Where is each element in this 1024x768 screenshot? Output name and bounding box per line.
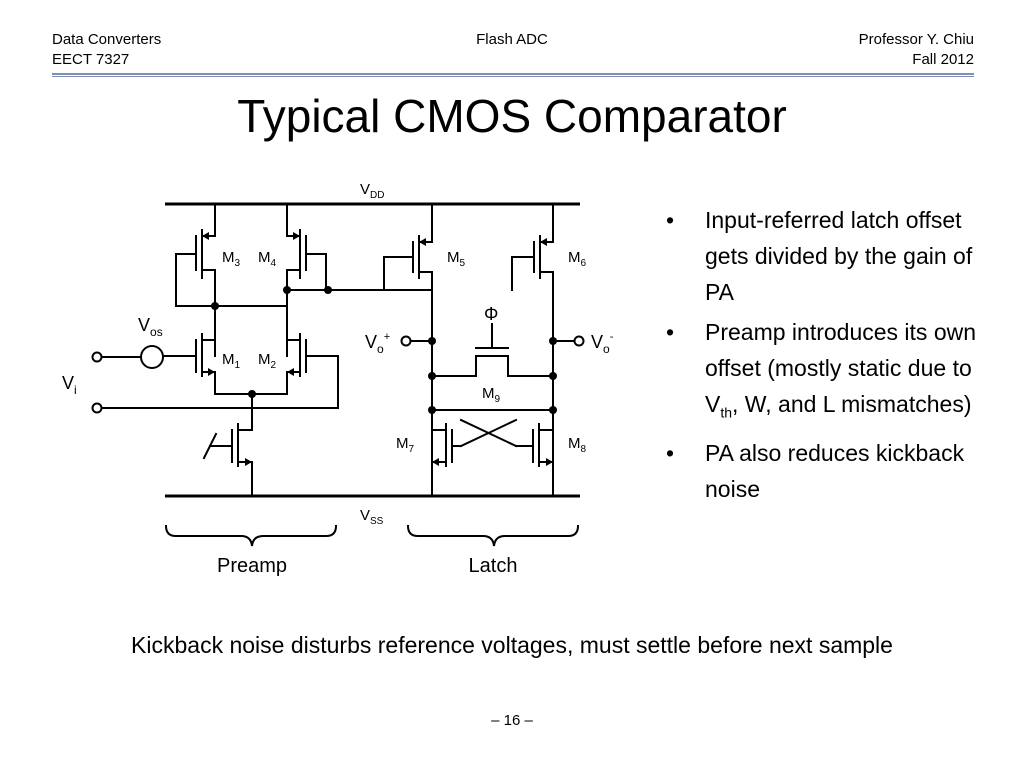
m7-label: M7 — [396, 435, 415, 455]
m3-label: M3 — [222, 249, 241, 269]
vo-minus-terminal — [573, 335, 585, 347]
course-code: EECT 7327 — [52, 51, 130, 68]
transistor-m2 — [101, 333, 339, 409]
transistor-m3 — [175, 203, 287, 357]
header-left: Data Converters EECT 7327 — [52, 30, 161, 70]
slide-title: Typical CMOS Comparator — [237, 90, 787, 142]
vi-label: Vi — [62, 373, 77, 397]
vo-minus-label: Vo- — [591, 331, 614, 356]
m9-label: M9 — [482, 385, 501, 405]
preamp-brace — [164, 524, 338, 547]
transistor-m4 — [286, 203, 327, 357]
m6-label: M6 — [568, 249, 587, 269]
m1-label: M1 — [222, 351, 241, 371]
vdd-label: VDD — [360, 181, 384, 201]
header-right: Professor Y. Chiu Fall 2012 — [859, 30, 974, 70]
bullet-text: PA also reduces kickback noise — [705, 439, 965, 502]
latch-brace — [406, 524, 580, 547]
transistor-m7 — [431, 423, 462, 467]
tail-transistor — [202, 423, 253, 497]
slide-caption: Kickback noise disturbs reference voltag… — [131, 632, 893, 658]
vi-minus-terminal — [91, 402, 103, 414]
m8-label: M8 — [568, 435, 587, 455]
transistor-m5 — [383, 203, 433, 497]
preamp-label: Preamp — [217, 555, 287, 577]
tail-wire — [214, 393, 288, 431]
vos-source — [140, 345, 164, 369]
page-number: – 16 – — [491, 712, 533, 729]
transistor-m6 — [511, 203, 554, 497]
latch-label: Latch — [469, 555, 518, 577]
bullet-item: • Input-referred latch offset gets divid… — [658, 202, 978, 310]
m2-label: M2 — [258, 351, 277, 371]
transistor-m8 — [515, 423, 554, 467]
transistor-m9 — [431, 323, 554, 377]
m5-label: M5 — [447, 249, 466, 269]
bullet-text: Input-referred latch offset gets divided… — [705, 207, 973, 305]
bullet-marker: • — [666, 207, 675, 233]
vo-plus-terminal — [400, 335, 412, 347]
bullet-marker: • — [666, 319, 675, 345]
vi-plus-terminal — [91, 351, 103, 363]
m4-label: M4 — [258, 249, 277, 269]
transistor-m1 — [163, 333, 216, 395]
instructor-name: Professor Y. Chiu — [858, 31, 974, 48]
bullet-text-pre: Preamp introduces its own offset (mostly… — [705, 319, 977, 417]
vos-label: Vos — [138, 315, 163, 339]
header-rule — [52, 73, 974, 75]
bullet-marker: • — [666, 439, 675, 466]
header-topic: Flash ADC — [476, 31, 548, 48]
vo-plus-label: Vo+ — [365, 331, 390, 356]
bullet-list: • Input-referred latch offset gets divid… — [658, 202, 978, 511]
phi-label: Φ — [484, 304, 498, 324]
bullet-item: • PA also reduces kickback noise — [658, 435, 978, 507]
header-rule-thin — [52, 76, 974, 77]
bullet-text-sub: th — [720, 404, 733, 421]
course-name: Data Converters — [52, 31, 162, 48]
bullet-item: • Preamp introduces its own offset (most… — [658, 314, 978, 431]
vss-label: VSS — [360, 507, 384, 527]
bullet-text-post: , W, and L mismatches) — [732, 391, 972, 417]
term: Fall 2012 — [912, 51, 974, 68]
